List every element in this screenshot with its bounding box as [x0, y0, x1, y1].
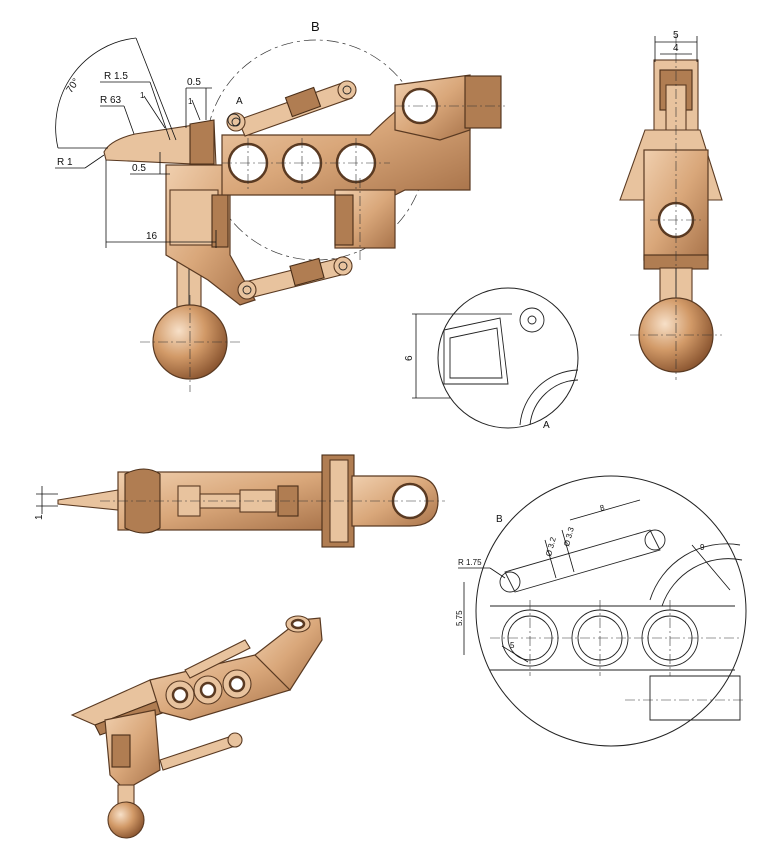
iso-ball	[107, 801, 145, 839]
dim-r63: R 63	[100, 95, 122, 106]
dim-5-75: 5.75	[455, 610, 464, 626]
dim-3-3: Ø 3.3	[562, 526, 576, 548]
dim-3-2: Ø 3.2	[544, 536, 558, 558]
detail-b-caption: B	[496, 514, 503, 525]
dim-1-b: 1	[188, 97, 193, 106]
dim-5: 5	[673, 30, 679, 41]
detail-a-boundary	[437, 287, 579, 429]
dim-8: 8	[599, 503, 606, 513]
detail-b-title: B	[311, 19, 320, 34]
dim-0-5-top: 0.5	[187, 77, 201, 88]
dim-r1-75: R 1.75	[458, 558, 482, 567]
dim-6: 6	[404, 355, 415, 361]
dim-9: 9	[700, 543, 705, 552]
dim-0-5-left: 0.5	[132, 163, 146, 174]
detail-a-caption: A	[543, 420, 550, 431]
dim-1-top: 1	[34, 514, 45, 520]
dim-angle-70: 70°	[64, 77, 82, 96]
dim-r1-5: R 1.5	[104, 71, 128, 82]
iso-lower-body	[104, 709, 161, 791]
top-blade	[57, 489, 119, 511]
side-view: 5 4	[619, 30, 723, 380]
isometric-view	[70, 615, 323, 839]
arm-clip	[464, 75, 502, 129]
dim-1-a: 1	[140, 91, 145, 100]
dim-5-b: 5	[510, 641, 515, 650]
dim-4: 4	[673, 43, 679, 54]
top-view: 1	[34, 454, 445, 548]
main-front-view: B	[55, 19, 505, 392]
dim-16: 16	[146, 231, 158, 242]
dim-r1: R 1	[57, 157, 73, 168]
detail-a-view: 6 A	[404, 287, 579, 431]
detail-b-view: B 8 Ø 3.2 Ø 3.3 R 1.75 5.75 9 5	[455, 475, 747, 747]
detail-a-marker: A	[236, 96, 243, 107]
detail-b-large-boundary	[475, 475, 747, 747]
